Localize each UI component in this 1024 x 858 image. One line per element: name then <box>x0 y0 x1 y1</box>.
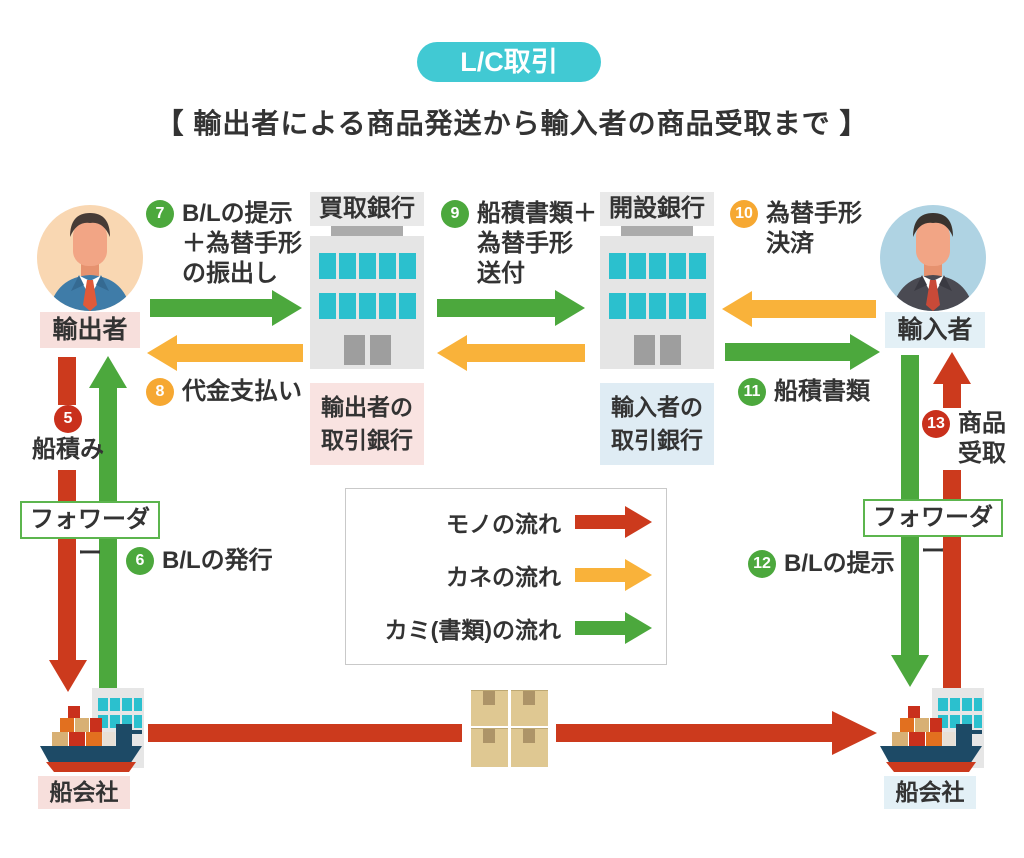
legend-row-goods: モノの流れ <box>356 505 666 539</box>
step-label-9: 船積書類＋ 為替手形 送付 <box>477 200 597 287</box>
arrow-docs-send-head <box>555 290 585 326</box>
importer-label: 輸入者 <box>885 312 985 348</box>
step-10: 10 為替手形 決済 <box>730 199 862 259</box>
negotiating-bank-name: 買取銀行 <box>310 192 424 226</box>
arrow-loading-head <box>49 660 87 692</box>
arrow-payment-head <box>147 335 177 371</box>
bank-building-icon <box>600 236 714 369</box>
legend-box: モノの流れ カネの流れ カミ(書類)の流れ <box>345 488 667 665</box>
cargo-boxes-icon <box>471 690 548 767</box>
step-label-6: B/Lの発行 <box>162 547 273 574</box>
arrow-settlement-shaft <box>467 344 585 362</box>
shipping-company-right-label: 船会社 <box>884 776 976 809</box>
step-6: 6 B/Lの発行 <box>126 546 273 576</box>
step-label-8: 代金支払い <box>182 378 302 405</box>
negotiating-bank-building: 買取銀行 <box>310 192 424 369</box>
cargo-ship-icon <box>40 688 144 772</box>
legend-documents-label: カミ(書類)の流れ <box>384 617 561 643</box>
bank-roof <box>621 226 693 236</box>
step-11: 11 船積書類 <box>738 377 870 407</box>
step-label-7: B/Lの提示 ＋為替手形 の振出し <box>182 200 302 287</box>
step-circle-10: 10 <box>730 200 758 228</box>
issuing-bank-name: 開設銀行 <box>600 192 714 226</box>
legend-goods-label: モノの流れ <box>446 511 561 537</box>
step-circle-8: 8 <box>146 378 174 406</box>
step-5: 5 船積み <box>28 404 108 465</box>
step-circle-12: 12 <box>748 550 776 578</box>
step-13: 13 商品 受取 <box>922 409 1006 469</box>
bank-building-icon <box>310 236 424 369</box>
legend-money-label: カネの流れ <box>446 564 561 590</box>
importer-avatar-icon <box>880 205 986 311</box>
arrow-docs-send-shaft <box>437 299 555 317</box>
issuing-bank-building: 開設銀行 <box>600 192 714 369</box>
step-circle-9: 9 <box>441 200 469 228</box>
exporter-label: 輸出者 <box>40 312 140 348</box>
bank-roof <box>331 226 403 236</box>
arrow-settlement-head <box>437 335 467 371</box>
step-label-5: 船積み <box>32 436 104 463</box>
step-9: 9 船積書類＋ 為替手形 送付 <box>441 199 597 289</box>
step-7: 7 B/Lの提示 ＋為替手形 の振出し <box>146 199 302 289</box>
arrow-loading-shaft-top <box>58 357 76 405</box>
negotiating-bank-role: 輸出者の 取引銀行 <box>310 383 424 465</box>
step-circle-11: 11 <box>738 378 766 406</box>
arrow-draft-settlement-head <box>722 291 752 327</box>
step-label-10: 為替手形 決済 <box>766 200 862 257</box>
step-label-11: 船積書類 <box>774 378 870 405</box>
arrow-draft-settlement-shaft <box>752 300 876 318</box>
exporter-avatar-icon <box>37 205 143 311</box>
arrow-goods-transport-shaft-right <box>556 724 832 742</box>
step-circle-6: 6 <box>126 547 154 575</box>
title-badge: L/C取引 <box>417 42 601 82</box>
step-label-12: B/Lの提示 <box>784 550 895 577</box>
arrow-shipping-docs-shaft <box>725 343 850 361</box>
arrow-goods-transport-head <box>832 711 877 755</box>
step-circle-13: 13 <box>922 410 950 438</box>
arrow-bl-present-head <box>891 655 929 687</box>
forwarder-right-box: フォワーダー <box>863 499 1003 565</box>
diagram-subtitle: 【 輸出者による商品発送から輸入者の商品受取まで 】 <box>155 108 869 139</box>
step-label-13: 商品 受取 <box>958 410 1006 467</box>
arrow-loading-shaft-bottom <box>58 470 76 662</box>
arrow-goods-transport-shaft-left <box>148 724 462 742</box>
arrow-bl-presentation-head <box>272 290 302 326</box>
step-12: 12 B/Lの提示 <box>748 549 895 579</box>
legend-row-documents: カミ(書類)の流れ <box>356 611 666 645</box>
shipping-company-left-label: 船会社 <box>38 776 130 809</box>
issuing-bank-role: 輸入者の 取引銀行 <box>600 383 714 465</box>
documents-flow-arrow-icon <box>575 612 652 644</box>
arrow-shipping-docs-head <box>850 334 880 370</box>
step-circle-5: 5 <box>54 405 82 433</box>
arrow-goods-receipt-shaft-top <box>943 382 961 408</box>
arrow-payment-shaft <box>177 344 303 362</box>
legend-row-money: カネの流れ <box>356 558 666 592</box>
step-circle-7: 7 <box>146 200 174 228</box>
arrow-goods-receipt-head <box>933 352 971 384</box>
goods-flow-arrow-icon <box>575 506 652 538</box>
forwarder-left-box: フォワーダー <box>20 501 160 567</box>
step-8: 8 代金支払い <box>146 377 302 407</box>
arrow-bl-issue-head <box>89 356 127 388</box>
money-flow-arrow-icon <box>575 559 652 591</box>
cargo-ship-icon <box>880 688 984 772</box>
arrow-bl-presentation-shaft <box>150 299 272 317</box>
